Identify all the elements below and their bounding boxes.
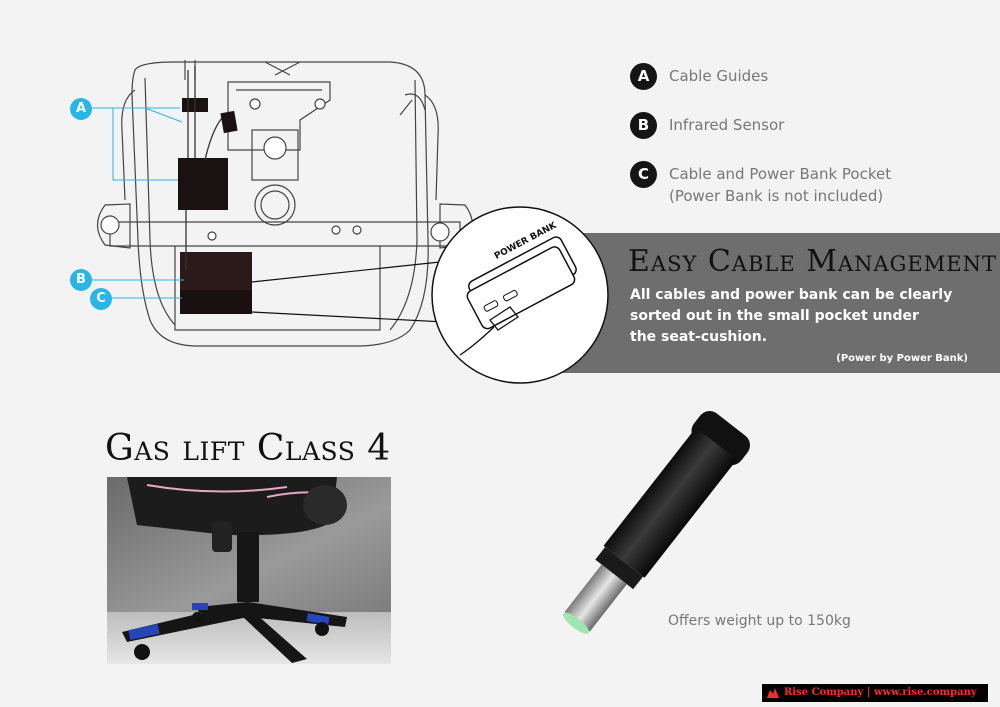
chair-back-diagram	[92, 60, 474, 347]
cable-management-line-2: sorted out in the small pocket under	[630, 308, 919, 324]
footer-text: Rise Company | www.rise.company	[784, 687, 977, 698]
cable-management-line-3: the seat-cushion.	[630, 329, 768, 345]
chair-base-photo	[107, 477, 391, 664]
legend-badge-b: B	[630, 112, 657, 139]
cable-management-title: Easy Cable Management	[628, 244, 997, 279]
legend-label-a: Cable Guides	[669, 67, 769, 85]
gas-lift-cylinder	[563, 411, 750, 634]
legend-label-c-note: (Power Bank is not included)	[669, 187, 884, 205]
power-bank-note: (Power by Power Bank)	[836, 353, 968, 364]
company-logo-icon	[767, 688, 779, 698]
callout-c-badge: C	[90, 288, 112, 310]
legend-badge-a: A	[630, 63, 657, 90]
power-bank-zoom-circle	[431, 206, 609, 384]
legend-label-b: Infrared Sensor	[669, 116, 785, 134]
callout-b-badge: B	[70, 269, 92, 291]
callout-a-badge: A	[70, 98, 92, 120]
footer-brand-bar: Rise Company | www.rise.company	[762, 684, 988, 702]
cable-management-line-1: All cables and power bank can be clearly	[630, 287, 953, 303]
weight-capacity-text: Offers weight up to 150kg	[668, 613, 851, 629]
legend-label-c: Cable and Power Bank Pocket	[669, 165, 892, 183]
gas-lift-title: Gas lift Class 4	[105, 428, 391, 469]
legend-badge-c: C	[630, 161, 657, 188]
